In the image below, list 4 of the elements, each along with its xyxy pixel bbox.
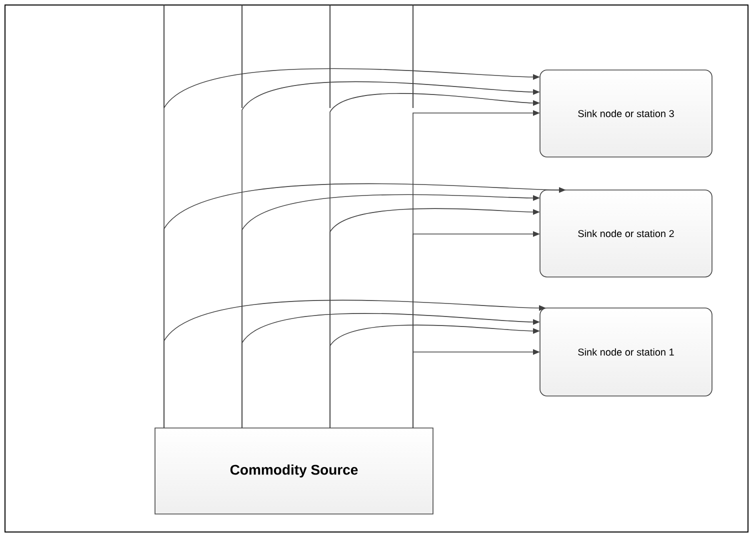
source-box: Commodity Source (154, 428, 434, 514)
sink-box: Sink node or station 2 (540, 190, 712, 278)
sink-box: Sink node or station 3 (540, 70, 712, 158)
sink-box: Sink node or station 1 (540, 308, 712, 396)
